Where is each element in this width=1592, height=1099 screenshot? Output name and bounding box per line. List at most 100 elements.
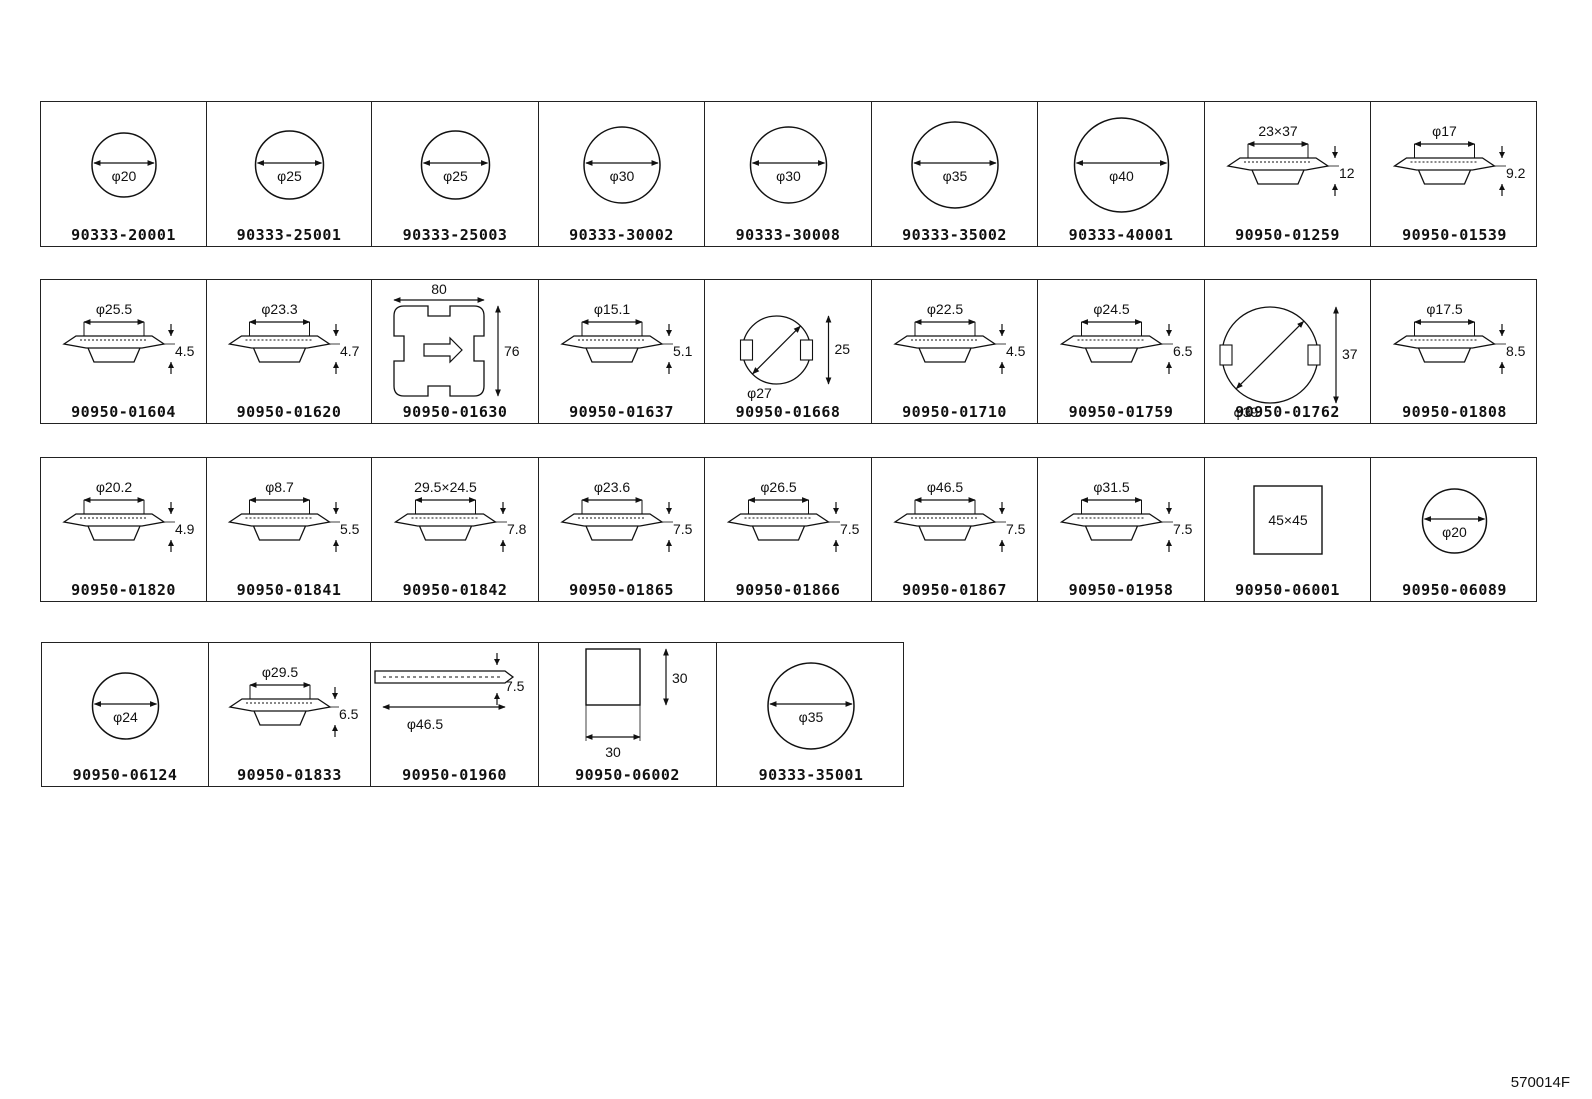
plug-outline — [420, 130, 491, 200]
part-cell: φ35 90333-35002 — [872, 102, 1038, 246]
side-dimension-label: 4.5 — [1006, 343, 1026, 359]
side-dimension-label: 12 — [1339, 165, 1355, 181]
part-cell: φ20 90333-20001 — [41, 102, 207, 246]
notch — [739, 339, 754, 361]
side-dimension-label: 6.5 — [339, 706, 359, 722]
part-number: 90950-01762 — [1235, 403, 1340, 421]
side-dimension-label: 7.8 — [507, 521, 527, 537]
grommet-body — [253, 710, 307, 726]
part-number: 90950-01820 — [71, 581, 176, 599]
grommet-flange — [893, 335, 997, 349]
top-dimension-label: φ20.2 — [96, 479, 133, 495]
grommet-flange — [1392, 157, 1497, 171]
grommet-drawing: φ15.15.1 — [560, 301, 693, 374]
side-dimension-label: 8.5 — [1506, 343, 1526, 359]
notch — [1219, 344, 1233, 366]
height-label: 30 — [672, 670, 688, 686]
circle-drawing: φ30 — [583, 126, 661, 204]
circle-drawing: φ25 — [420, 130, 491, 200]
part-cell: φ25 90333-25003 — [372, 102, 539, 246]
part-number: 90950-01841 — [236, 581, 342, 599]
square-plate — [585, 648, 641, 706]
side-dimension-label: 4.7 — [340, 343, 360, 359]
plug-outline — [1421, 488, 1488, 554]
side-dimension-label: 7.5 — [840, 521, 860, 537]
grommet-body — [918, 525, 972, 541]
part-number: 90333-25003 — [402, 226, 508, 244]
part-number: 90950-01808 — [1402, 403, 1507, 421]
part-number: 90333-20001 — [71, 226, 176, 244]
grommet-flange — [560, 335, 664, 349]
part-number: 90950-06002 — [575, 766, 680, 784]
top-dimension-label: φ23.3 — [261, 301, 298, 317]
height-label: 25 — [835, 341, 851, 357]
top-dimension-label: φ26.5 — [760, 479, 797, 495]
part-cell: φ23.3 4.7 90950-01620 — [207, 280, 372, 423]
part-number: 90950-06124 — [72, 766, 178, 784]
side-dimension-label: 4.5 — [175, 343, 195, 359]
part-number: 90950-01668 — [735, 403, 841, 421]
side-dimension-label: 6.5 — [1173, 343, 1193, 359]
part-number: 90950-01865 — [569, 581, 674, 599]
circle-drawing: φ25 — [254, 130, 325, 200]
height-label: 37 — [1342, 346, 1358, 362]
top-dimension-label: φ31.5 — [1093, 479, 1130, 495]
grommet-flange — [1226, 157, 1330, 171]
diameter-label: φ20 — [112, 168, 137, 184]
part-number: 90950-01604 — [71, 403, 176, 421]
side-dimension-label: 7.5 — [673, 521, 693, 537]
grommet-drawing: φ25.54.5 — [62, 301, 195, 374]
grommet-flange — [1059, 335, 1164, 349]
grommet-body — [585, 347, 639, 363]
diameter-label: φ46.5 — [407, 716, 444, 732]
part-number: 90950-01620 — [236, 403, 342, 421]
part-number: 90950-01866 — [735, 581, 841, 599]
plug-outline — [254, 130, 325, 200]
part-number: 90950-01867 — [902, 581, 1007, 599]
top-dimension-label: φ46.5 — [927, 479, 964, 495]
grommet-flange — [228, 698, 332, 712]
grommet-drawing: 29.5×24.57.8 — [393, 479, 527, 552]
diagonal-label: φ27 — [747, 385, 772, 401]
part-number: 90950-01539 — [1402, 226, 1507, 244]
part-number: 90333-30002 — [569, 226, 674, 244]
grommet-drawing: φ23.67.5 — [560, 479, 693, 552]
plate-outline — [393, 305, 485, 397]
grommet-body — [1417, 347, 1472, 363]
grommet-flange — [893, 513, 997, 527]
circle-drawing: φ35 — [911, 121, 999, 209]
circle-drawing: φ35 — [767, 662, 855, 750]
part-number: 90950-01710 — [902, 403, 1007, 421]
grommet-drawing: φ22.54.5 — [893, 301, 1026, 374]
part-number: 90333-30008 — [735, 226, 841, 244]
grommet-drawing: φ17.5 8.5 — [1392, 301, 1526, 374]
grommet-flange — [1392, 335, 1497, 349]
plug-outline — [583, 126, 661, 204]
top-dimension-label: φ17.5 — [1426, 301, 1463, 317]
grommet-flange — [62, 335, 166, 349]
side-dimension-label: 7.5 — [1173, 521, 1193, 537]
part-number: 90333-35002 — [902, 226, 1007, 244]
diameter-label: φ25 — [443, 168, 468, 184]
grommet-body — [585, 525, 639, 541]
part-cell: φ30 90333-30002 — [539, 102, 705, 246]
diagonal-label: φ39 — [1234, 404, 1259, 420]
top-dimension-label: φ8.7 — [265, 479, 294, 495]
circle-drawing: φ20 — [91, 132, 157, 198]
